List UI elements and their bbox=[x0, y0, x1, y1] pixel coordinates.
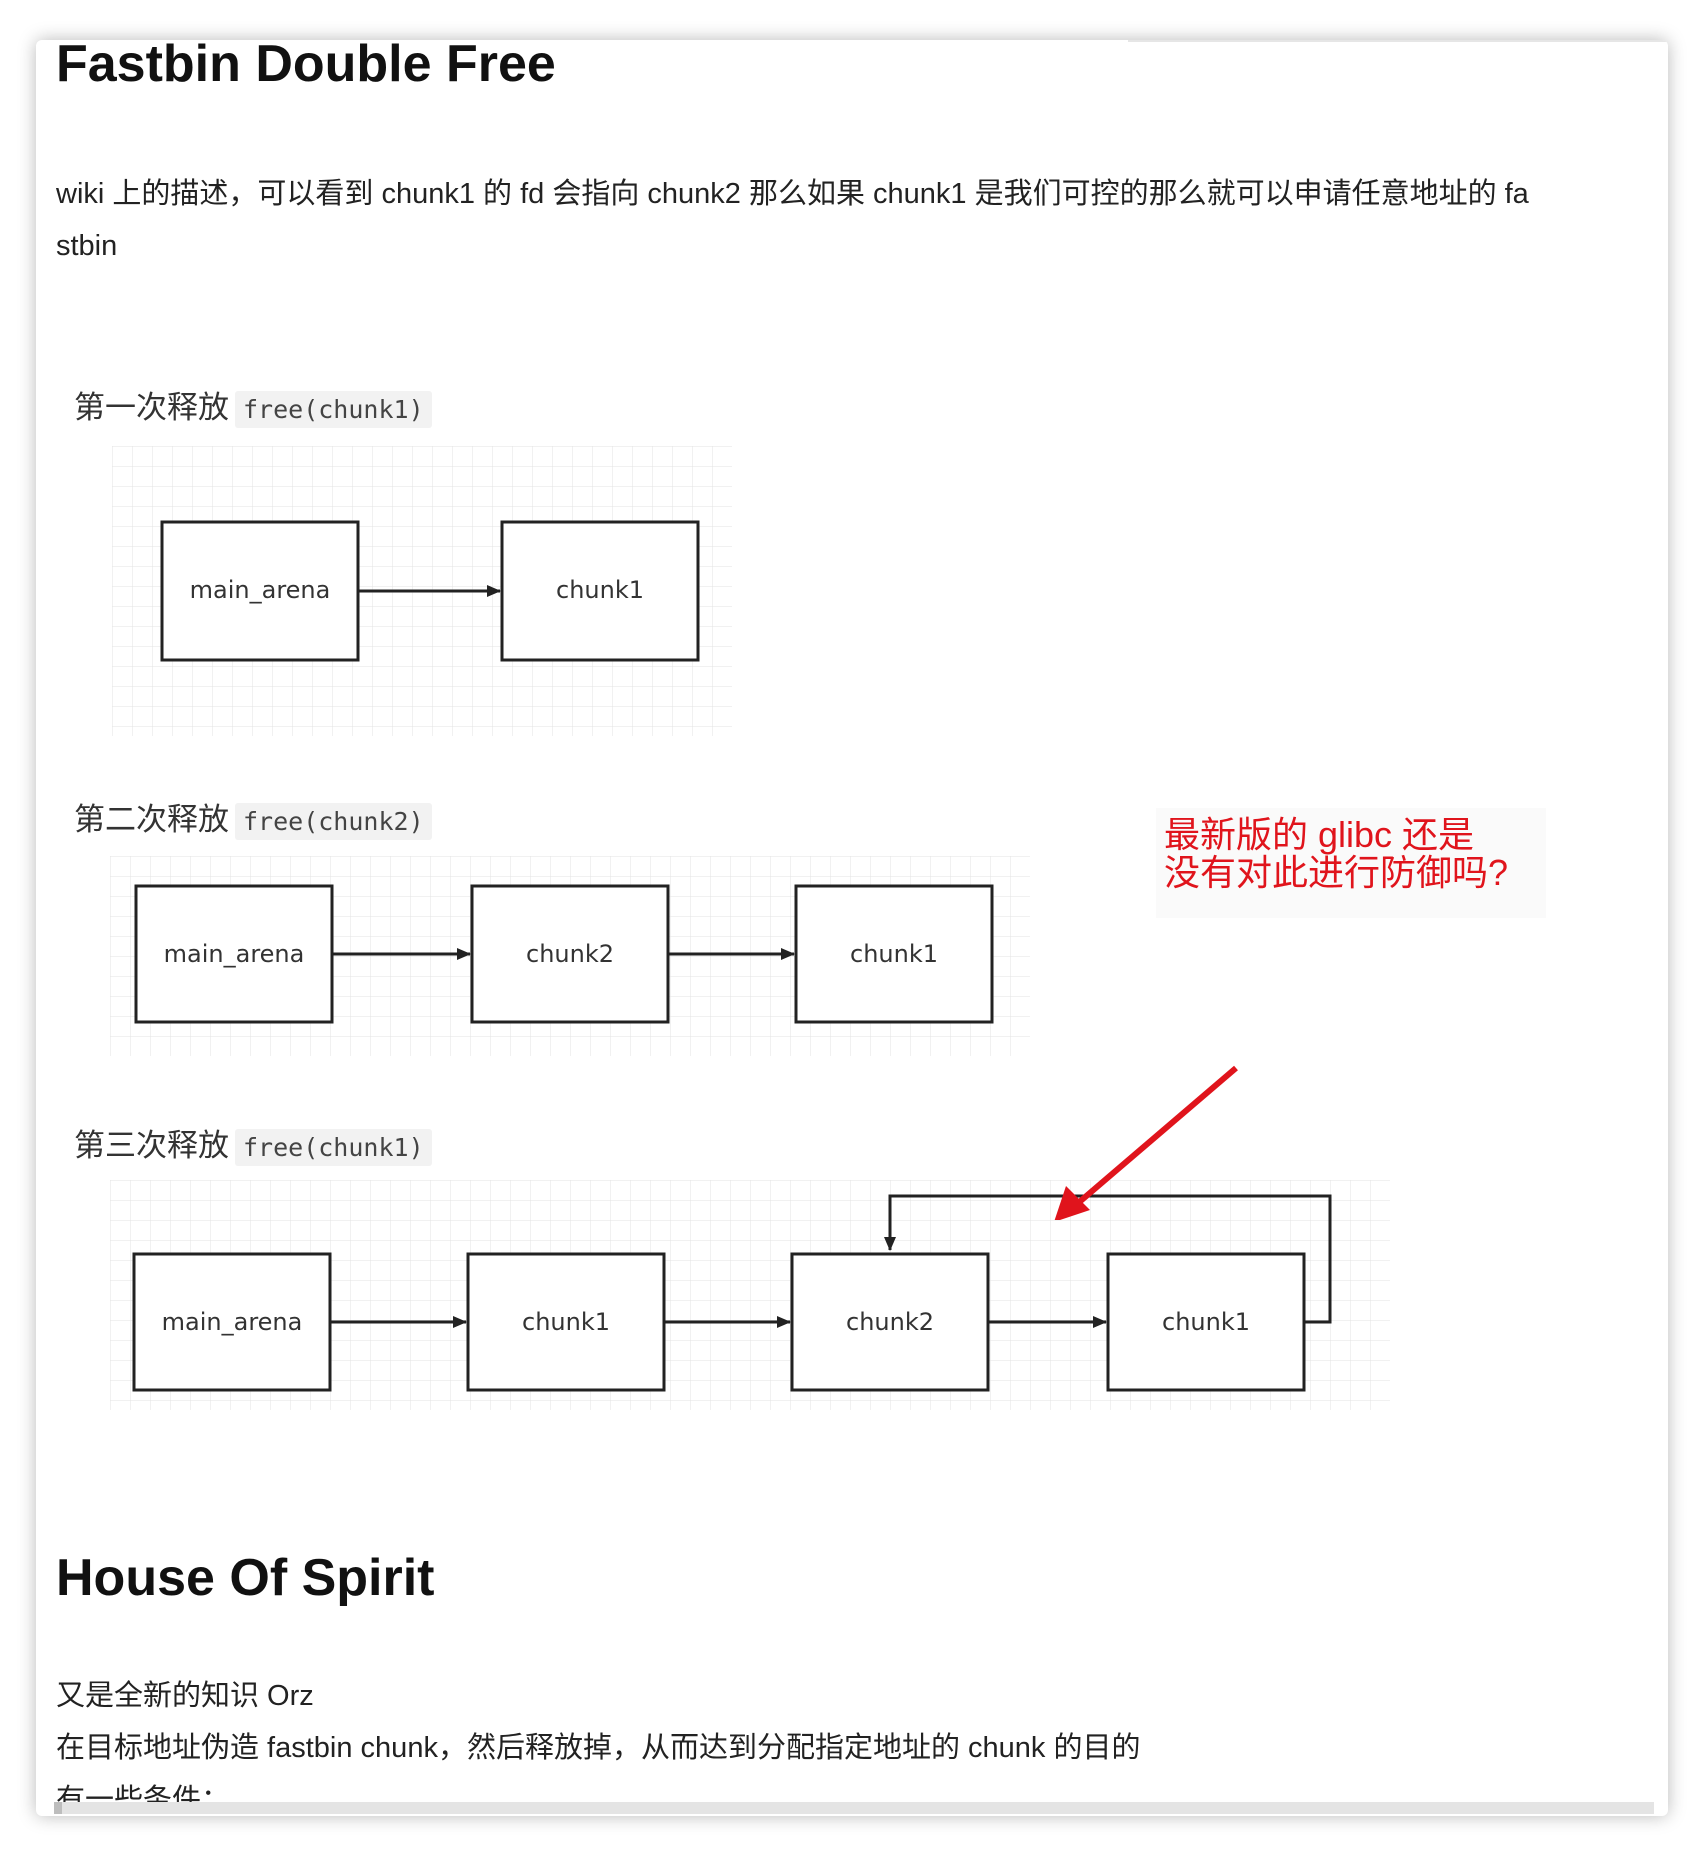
step1-caption-text: 第一次释放 bbox=[74, 390, 229, 425]
arrow-loop-chunk1-to-chunk2 bbox=[884, 1194, 1332, 1324]
step2-caption-text: 第二次释放 bbox=[74, 802, 229, 837]
node-chunk1-label: chunk1 bbox=[556, 576, 644, 604]
horizontal-scrollbar[interactable] bbox=[54, 1802, 1654, 1814]
annotation-arrow-shaft bbox=[1068, 1065, 1238, 1213]
paragraph-wiki-line1: wiki 上的描述，可以看到 chunk1 的 fd 会指向 chunk2 那么… bbox=[56, 178, 1529, 210]
paragraph-wiki-line2: stbin bbox=[56, 230, 118, 262]
node-chunk1 bbox=[466, 1252, 666, 1392]
heading-fastbin-double-free: Fastbin Double Free bbox=[56, 40, 556, 93]
node-chunk2 bbox=[470, 884, 670, 1024]
node-chunk2-label: chunk2 bbox=[846, 1308, 934, 1336]
node-chunk2-label: chunk2 bbox=[526, 940, 614, 968]
annotation-arrow-head bbox=[1054, 1186, 1090, 1220]
step2-code: free(chunk2) bbox=[235, 803, 432, 840]
annotation-note: 最新版的 glibc 还是 没有对此进行防御吗? bbox=[1156, 808, 1546, 918]
heading-house-of-spirit: House Of Spirit bbox=[56, 1549, 435, 1607]
node-chunk1-label: chunk1 bbox=[522, 1308, 610, 1336]
annotation-arrow bbox=[1054, 1065, 1238, 1220]
node-chunk1-again-label: chunk1 bbox=[1162, 1308, 1250, 1336]
diagram-step1: main_arena chunk1 bbox=[112, 446, 732, 736]
node-main-arena-label: main_arena bbox=[162, 1308, 303, 1336]
node-main-arena-label: main_arena bbox=[190, 576, 331, 604]
diagram-step2: main_arena chunk2 chunk1 bbox=[110, 856, 1030, 1056]
annotation-line1: 最新版的 glibc 还是 bbox=[1164, 814, 1475, 855]
document-page: Fastbin Double Free wiki 上的描述，可以看到 chunk… bbox=[36, 40, 1668, 1816]
node-main-arena-label: main_arena bbox=[164, 940, 305, 968]
top-edge-strip bbox=[1128, 40, 1668, 42]
node-chunk1 bbox=[794, 884, 994, 1024]
node-main-arena bbox=[132, 1252, 332, 1392]
node-chunk1-again bbox=[1106, 1252, 1306, 1392]
annotation-line2: 没有对此进行防御吗? bbox=[1164, 852, 1509, 893]
step1-code: free(chunk1) bbox=[235, 391, 432, 428]
node-chunk1-label: chunk1 bbox=[850, 940, 938, 968]
paragraph-line1: 又是全新的知识 Orz bbox=[56, 1680, 314, 1712]
node-chunk2 bbox=[790, 1252, 990, 1392]
diagram-step3: main_arena chunk1 chunk2 chunk1 bbox=[110, 1180, 1390, 1410]
step3-caption-text: 第三次释放 bbox=[74, 1128, 229, 1163]
paragraph-line2: 在目标地址伪造 fastbin chunk，然后释放掉，从而达到分配指定地址的 … bbox=[56, 1732, 1141, 1764]
step3-code: free(chunk1) bbox=[235, 1129, 432, 1166]
node-chunk1 bbox=[500, 520, 700, 662]
